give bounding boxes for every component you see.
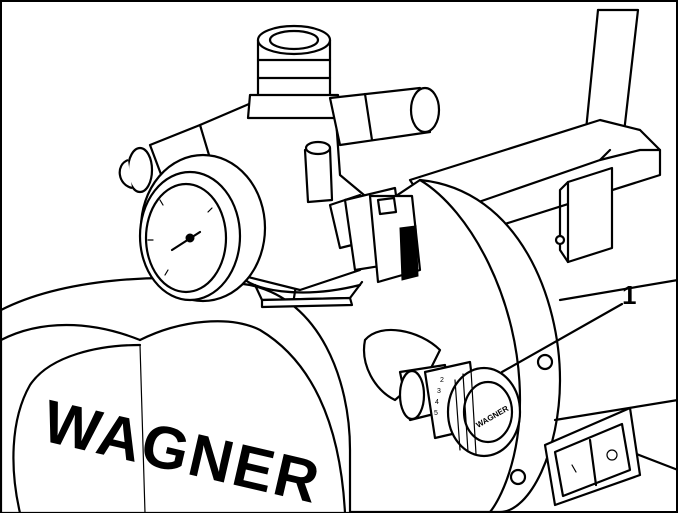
callout-number: 1 — [622, 280, 636, 310]
vent-fitting — [303, 146, 334, 204]
front-tank — [0, 277, 352, 513]
gauge-needle — [170, 230, 202, 252]
relief-valve — [328, 186, 422, 284]
housing-screw-bottom — [509, 468, 527, 486]
knob-scale-mark: 3 — [437, 388, 441, 395]
housing-screw-top — [536, 353, 554, 371]
callout-1: 1 — [500, 280, 636, 374]
pressure-gauge — [138, 153, 267, 303]
pressure-control: WAGNER 2 3 4 5 — [362, 328, 522, 458]
side-plug — [328, 86, 432, 147]
callout-leader-line — [500, 302, 624, 374]
knob-scale-mark: 2 — [440, 377, 444, 384]
housing-screw-upper — [554, 234, 566, 246]
knob-scale-mark: 4 — [435, 399, 439, 406]
power-switch — [543, 406, 642, 507]
pressure-control-knob[interactable] — [446, 366, 522, 458]
knob-scale-mark: 5 — [434, 410, 438, 417]
